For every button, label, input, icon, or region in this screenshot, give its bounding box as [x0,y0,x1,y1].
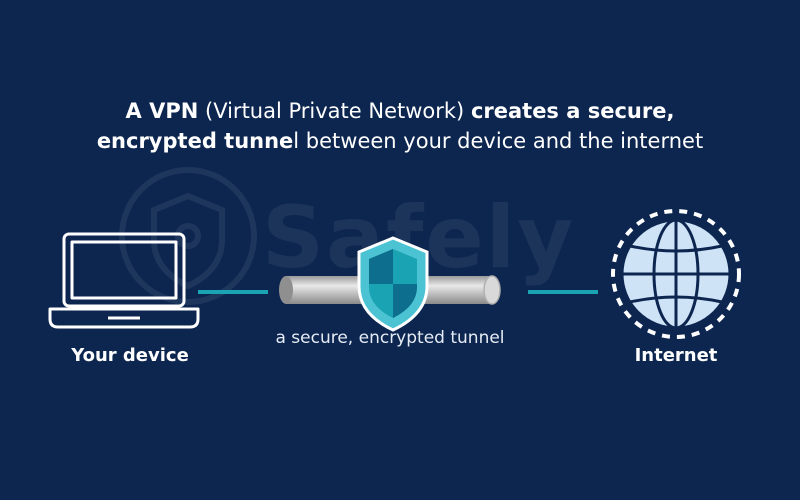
globe-icon [611,209,741,339]
headline-bold-vpn: A VPN [125,99,199,123]
headline-line-1: A VPN (Virtual Private Network) creates … [0,96,800,126]
headline: A VPN (Virtual Private Network) creates … [0,96,800,156]
headline-bold-creates: creates a secure, [470,99,675,123]
shield-icon [357,236,429,332]
tunnel-label: a secure, encrypted tunnel [275,328,505,348]
internet-label: Internet [634,345,718,366]
headline-bold-tunnel: encrypted tunne [96,129,294,153]
device-label: Your device [71,345,189,366]
headline-line-2: encrypted tunnel between your device and… [0,126,800,156]
laptop-icon [48,232,200,329]
headline-regular-1: (Virtual Private Network) [198,99,471,123]
headline-regular-2: l between your device and the internet [293,129,704,153]
